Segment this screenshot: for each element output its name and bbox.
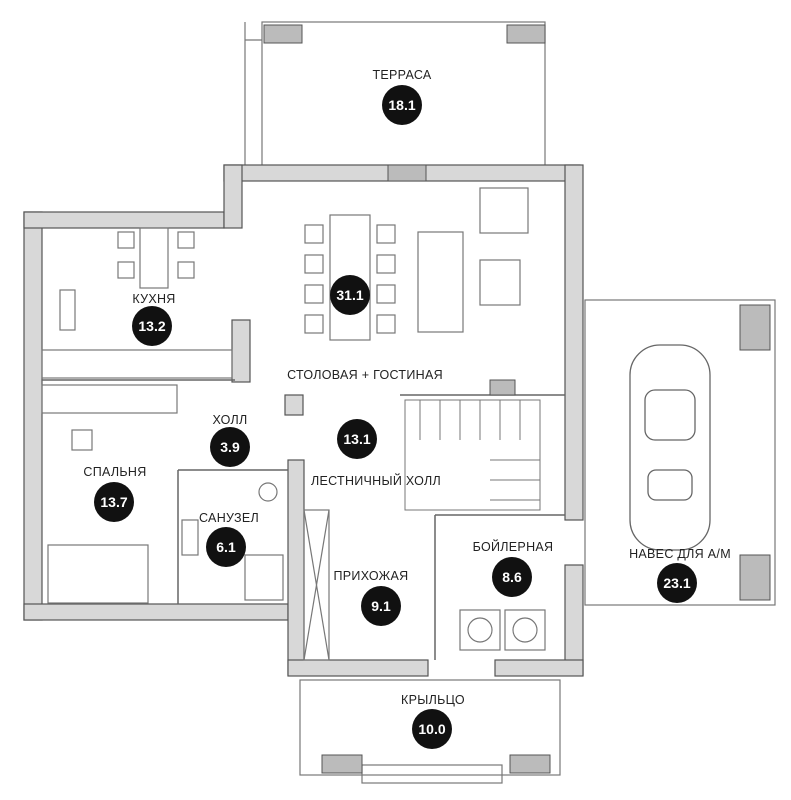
room-name-boiler: БОЙЛЕРНАЯ — [472, 540, 554, 554]
window-terrace-left — [263, 24, 303, 44]
room-name-stairhall: ЛЕСТНИЧНЫЙ ХОЛЛ — [310, 474, 442, 488]
area-badge-stairhall: 13.1 — [337, 419, 377, 459]
area-badge-hall: 3.9 — [210, 427, 250, 467]
wall-boiler-right — [564, 564, 584, 676]
stair-column — [489, 379, 516, 396]
room-name-entry: ПРИХОЖАЯ — [333, 569, 409, 583]
room-name-bedroom: СПАЛЬНЯ — [83, 465, 147, 479]
porch-post-right — [509, 754, 551, 774]
area-badge-boiler: 8.6 — [492, 557, 532, 597]
wall-entry-left — [287, 459, 305, 676]
room-name-hall: ХОЛЛ — [212, 413, 248, 427]
boiler-icon — [459, 609, 546, 651]
windows — [263, 24, 771, 774]
porch-outline — [299, 679, 561, 776]
room-name-carport: НАВЕС ДЛЯ А/М — [629, 547, 731, 561]
carport-outline — [584, 299, 776, 606]
area-badge-terrace: 18.1 — [382, 85, 422, 125]
kitchen-table-icon — [41, 227, 233, 379]
sofa-icon — [417, 187, 529, 333]
dining-table-icon — [304, 214, 396, 341]
area-badge-carport: 23.1 — [657, 563, 697, 603]
window-terrace-right — [506, 24, 546, 44]
room-name-kitchen: КУХНЯ — [132, 292, 176, 306]
window-top-mid — [387, 164, 427, 182]
porch-step — [361, 764, 503, 784]
area-badge-entry: 9.1 — [361, 586, 401, 626]
area-badge-living: 31.1 — [330, 275, 370, 315]
car-icon — [629, 344, 711, 551]
carport-post-bottom — [739, 554, 771, 601]
wall-bottom-left — [23, 603, 289, 621]
bathroom-fixtures-icon — [181, 482, 284, 601]
wall-entry-bottom — [287, 659, 429, 677]
area-badge-bedroom: 13.7 — [94, 482, 134, 522]
wall-column-small — [284, 394, 304, 416]
area-badge-porch: 10.0 — [412, 709, 452, 749]
stairs — [404, 399, 541, 511]
stair-box — [404, 399, 541, 511]
area-badge-bathroom: 6.1 — [206, 527, 246, 567]
wall-boiler-bottom — [494, 659, 584, 677]
bed-icon — [41, 384, 178, 604]
carport-post-top — [739, 304, 771, 351]
wardrobe-icon — [303, 509, 330, 661]
room-name-porch: КРЫЛЬЦО — [401, 693, 465, 707]
room-name-living: СТОЛОВАЯ + ГОСТИНАЯ — [287, 368, 443, 382]
area-badge-kitchen: 13.2 — [132, 306, 172, 346]
room-name-bathroom: САНУЗЕЛ — [199, 511, 259, 525]
porch-post-left — [321, 754, 363, 774]
room-name-terrace: ТЕРРАСА — [372, 68, 432, 82]
wall-left — [23, 211, 43, 621]
partitions — [42, 379, 565, 660]
wall-column-hall — [231, 319, 251, 383]
wall-right — [564, 164, 584, 521]
wall-top-left — [23, 211, 225, 229]
wall-step — [223, 164, 243, 229]
